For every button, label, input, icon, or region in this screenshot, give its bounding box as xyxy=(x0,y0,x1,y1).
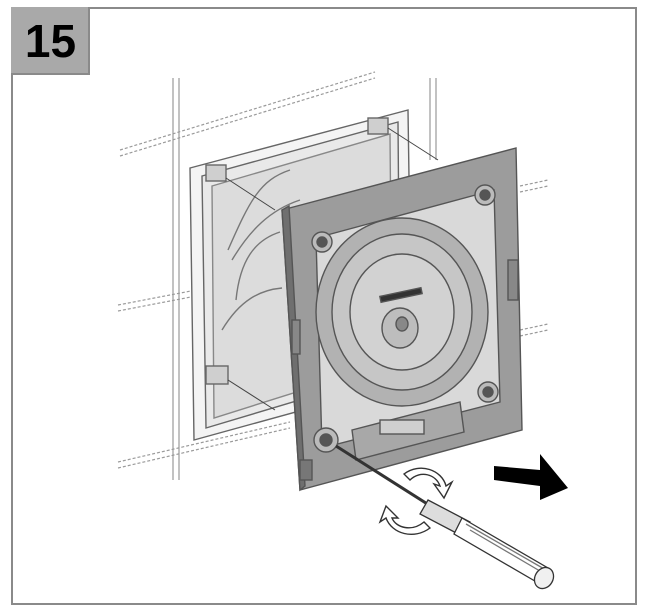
step-badge: 15 xyxy=(11,7,90,75)
mounting-plate xyxy=(281,147,523,492)
screwdriver xyxy=(335,444,555,590)
alignment-lines xyxy=(225,127,439,411)
push-arrow-icon xyxy=(494,454,568,500)
wall-vertical-joints xyxy=(172,78,437,480)
rotation-arrows-icon xyxy=(378,467,454,536)
step-number: 15 xyxy=(24,15,77,67)
